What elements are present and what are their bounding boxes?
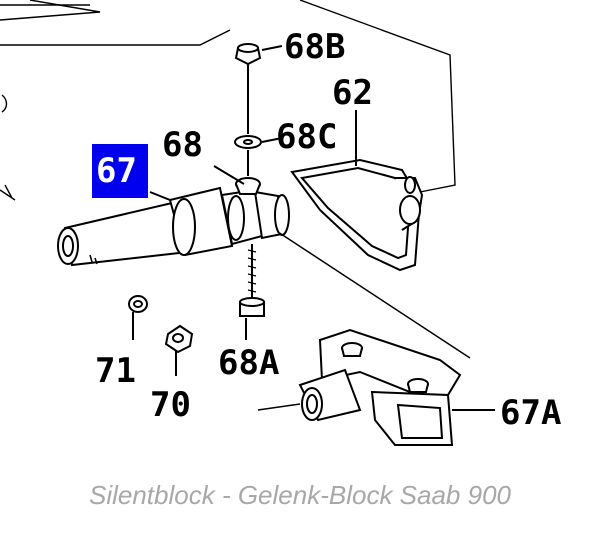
callout-71: 71 [95,351,136,391]
callout-67a: 67A [500,393,561,433]
highlighted-part-67[interactable]: 67 [92,144,148,198]
callout-68a: 68A [218,343,279,383]
joint-block [257,328,462,446]
callout-68c: 68C [276,117,337,157]
silentblock-shaft [0,184,290,267]
callout-62: 62 [332,73,373,113]
callout-68: 68 [162,125,203,165]
highlight-box [92,144,148,198]
callout-labels: 68B 62 68 68C 71 68A 70 67A [95,27,561,433]
mounting-bracket [290,158,424,272]
highlight-label: 67 [96,151,137,191]
callout-68b: 68B [284,27,345,67]
washer-nut-parts [128,295,194,354]
body-outline [0,0,456,193]
clamp-hardware [234,43,265,317]
leader-lines [132,45,495,411]
connecting-rod [277,231,471,359]
callout-70: 70 [150,385,191,425]
diagram-caption: Silentblock - Gelenk-Block Saab 900 [88,480,511,510]
